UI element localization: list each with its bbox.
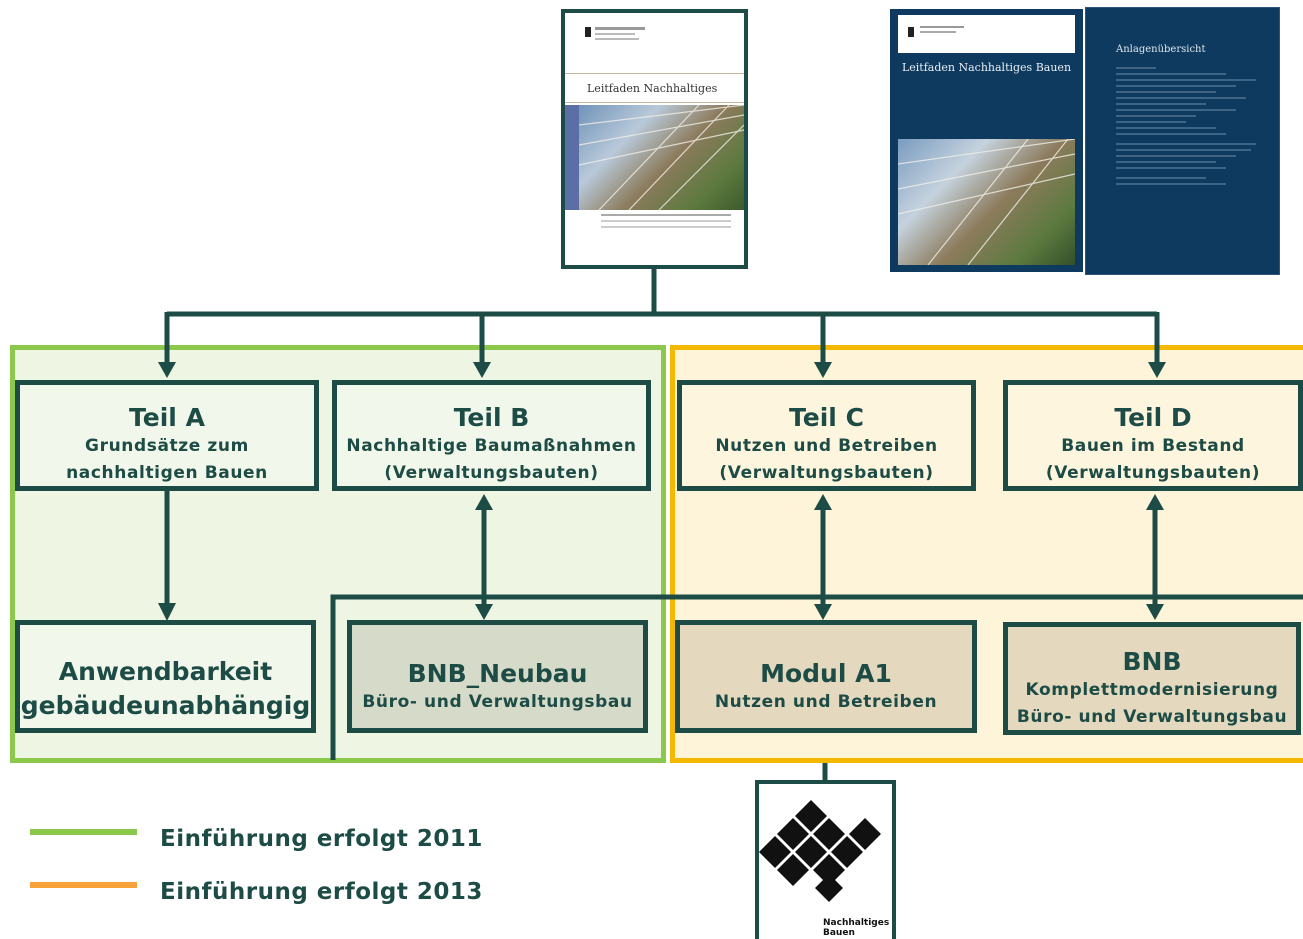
teil-b-title: Teil B xyxy=(453,403,530,432)
teil-c-box: Teil C Nutzen und Betreiben (Verwaltungs… xyxy=(677,380,976,491)
teil-d-title: Teil D xyxy=(1114,403,1192,432)
eagle-emblem xyxy=(585,27,591,37)
diamond-pattern-icon xyxy=(759,800,881,902)
legend-swatch-2011 xyxy=(30,829,137,835)
appendix-heading: Anlagenübersicht xyxy=(1116,44,1206,55)
legend-swatch-2013 xyxy=(30,882,137,888)
teil-a-box: Teil A Grundsätze zum nachhaltigen Bauen xyxy=(15,380,319,491)
nachhaltiges-bauen-logo: Nachhaltiges Bauen xyxy=(755,780,896,939)
bnb-modernisierung-box: BNB Komplettmodernisierung Büro- und Ver… xyxy=(1003,622,1301,735)
anwendbarkeit-box: Anwendbarkeit gebäudeunabhängig xyxy=(15,620,316,733)
teil-b-box: Teil B Nachhaltige Baumaßnahmen (Verwalt… xyxy=(332,380,651,491)
appendix-cover: Leitfaden Nachhaltiges Bauen xyxy=(890,9,1083,272)
logo-text-line1: Nachhaltiges xyxy=(823,918,890,928)
leitfaden-document: Leitfaden Nachhaltiges Bauen xyxy=(561,9,748,269)
appendix-page: Anlagenübersicht xyxy=(1085,7,1280,275)
legend-label-2013: Einführung erfolgt 2013 xyxy=(160,879,483,905)
teil-a-title: Teil A xyxy=(129,403,205,432)
appendix-photo xyxy=(897,138,1076,266)
document-title: Leitfaden Nachhaltiges Bauen xyxy=(565,73,744,125)
modul-a1-box: Modul A1 Nutzen und Betreiben xyxy=(675,620,977,733)
logo-text-line2: Bauen xyxy=(823,928,855,938)
appendix-list xyxy=(1116,67,1256,185)
teil-c-title: Teil C xyxy=(789,403,864,432)
teil-d-box: Teil D Bauen im Bestand (Verwaltungsbaut… xyxy=(1003,380,1303,491)
appendix-cover-title: Leitfaden Nachhaltiges Bauen xyxy=(901,61,1072,74)
bnb-neubau-box: BNB_Neubau Büro- und Verwaltungsbau xyxy=(347,620,648,733)
legend-label-2011: Einführung erfolgt 2011 xyxy=(160,826,483,852)
cover-photo xyxy=(578,104,745,211)
